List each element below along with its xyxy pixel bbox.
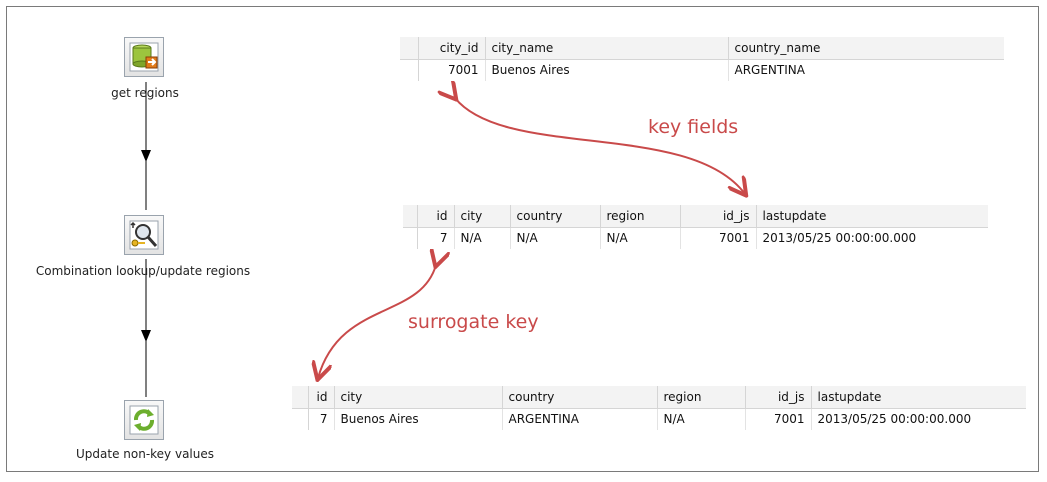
- table-cell[interactable]: 7001: [745, 408, 812, 430]
- column-header[interactable]: id_js: [745, 386, 812, 409]
- table-input-icon[interactable]: [124, 37, 164, 77]
- step-label-update: Update non-key values: [75, 447, 215, 461]
- input-rows-table: city_id city_name country_name 7001 Buen…: [400, 37, 1004, 81]
- combination-lookup-icon[interactable]: [124, 215, 164, 255]
- column-header[interactable]: id_js: [680, 205, 757, 228]
- table-cell[interactable]: 7: [417, 227, 455, 249]
- column-header[interactable]: country_name: [728, 37, 1004, 60]
- table-cell[interactable]: ARGENTINA: [502, 408, 658, 430]
- table-cell[interactable]: N/A: [510, 227, 601, 249]
- table-cell[interactable]: 2013/05/25 00:00:00.000: [811, 408, 1026, 430]
- column-header[interactable]: city_id: [418, 37, 486, 60]
- step-label-get-regions: get regions: [111, 86, 179, 100]
- surrogate-key-annotation: surrogate key: [408, 311, 539, 333]
- table-cell[interactable]: 2013/05/25 00:00:00.000: [756, 227, 988, 249]
- table-cell[interactable]: ARGENTINA: [728, 59, 1004, 81]
- table-cell[interactable]: N/A: [657, 408, 746, 430]
- table-cell[interactable]: N/A: [600, 227, 681, 249]
- column-header[interactable]: region: [657, 386, 746, 409]
- table-cell[interactable]: 7001: [418, 59, 486, 81]
- dimension-after-update-table: id city country region id_js lastupdate …: [292, 386, 1026, 430]
- key-fields-annotation: key fields: [648, 116, 739, 138]
- column-header[interactable]: country: [502, 386, 658, 409]
- table-cell[interactable]: N/A: [454, 227, 511, 249]
- table-cell[interactable]: 7001: [680, 227, 757, 249]
- table-cell[interactable]: Buenos Aires: [485, 59, 729, 81]
- column-header[interactable]: id: [417, 205, 455, 228]
- table-row[interactable]: 7001 Buenos Aires ARGENTINA: [400, 59, 1004, 81]
- column-header[interactable]: region: [600, 205, 681, 228]
- step-label-combination-lookup: Combination lookup/update regions: [35, 264, 251, 278]
- column-header[interactable]: lastupdate: [756, 205, 988, 228]
- dimension-before-update-table: id city country region id_js lastupdate …: [403, 205, 988, 249]
- update-icon[interactable]: [124, 400, 164, 440]
- column-header[interactable]: lastupdate: [811, 386, 1026, 409]
- column-header[interactable]: id: [308, 386, 335, 409]
- column-header[interactable]: city: [454, 205, 511, 228]
- column-header[interactable]: country: [510, 205, 601, 228]
- table-row[interactable]: 7 N/A N/A N/A 7001 2013/05/25 00:00:00.0…: [403, 227, 988, 249]
- table-cell[interactable]: Buenos Aires: [334, 408, 503, 430]
- table-cell[interactable]: 7: [308, 408, 335, 430]
- column-header[interactable]: city_name: [485, 37, 729, 60]
- column-header[interactable]: city: [334, 386, 503, 409]
- table-row[interactable]: 7 Buenos Aires ARGENTINA N/A 7001 2013/0…: [292, 408, 1026, 430]
